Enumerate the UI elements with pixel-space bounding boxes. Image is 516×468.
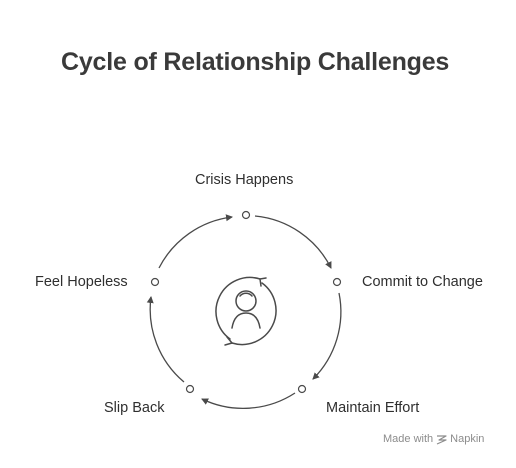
step-label-crisis-happens: Crisis Happens: [195, 172, 294, 188]
napkin-logo-icon: [436, 434, 447, 445]
node-commit-to-change: [332, 277, 342, 287]
person-cycle-icon: [215, 276, 277, 346]
step-label-commit-to-change: Commit to Change: [362, 274, 483, 290]
node-maintain-effort: [297, 384, 307, 394]
arrow-maintain-to-slip: [201, 392, 296, 410]
step-label-feel-hopeless: Feel Hopeless: [35, 274, 128, 290]
arrow-commit-to-maintain: [312, 292, 342, 380]
watermark-prefix: Made with: [383, 433, 434, 445]
diagram-title: Cycle of Relationship Challenges: [61, 48, 450, 76]
node-slip-back: [185, 384, 195, 394]
step-label-maintain-effort: Maintain Effort: [326, 400, 420, 416]
step-label-slip-back: Slip Back: [104, 400, 165, 416]
node-feel-hopeless: [150, 277, 160, 287]
arrow-slip-to-hopeless: [146, 296, 185, 383]
watermark: Made with Napkin: [383, 433, 484, 445]
watermark-brand: Napkin: [450, 433, 485, 445]
arrow-hopeless-to-crisis: [158, 214, 233, 269]
arrow-crisis-to-commit: [254, 215, 332, 269]
node-crisis-happens: [241, 210, 251, 220]
